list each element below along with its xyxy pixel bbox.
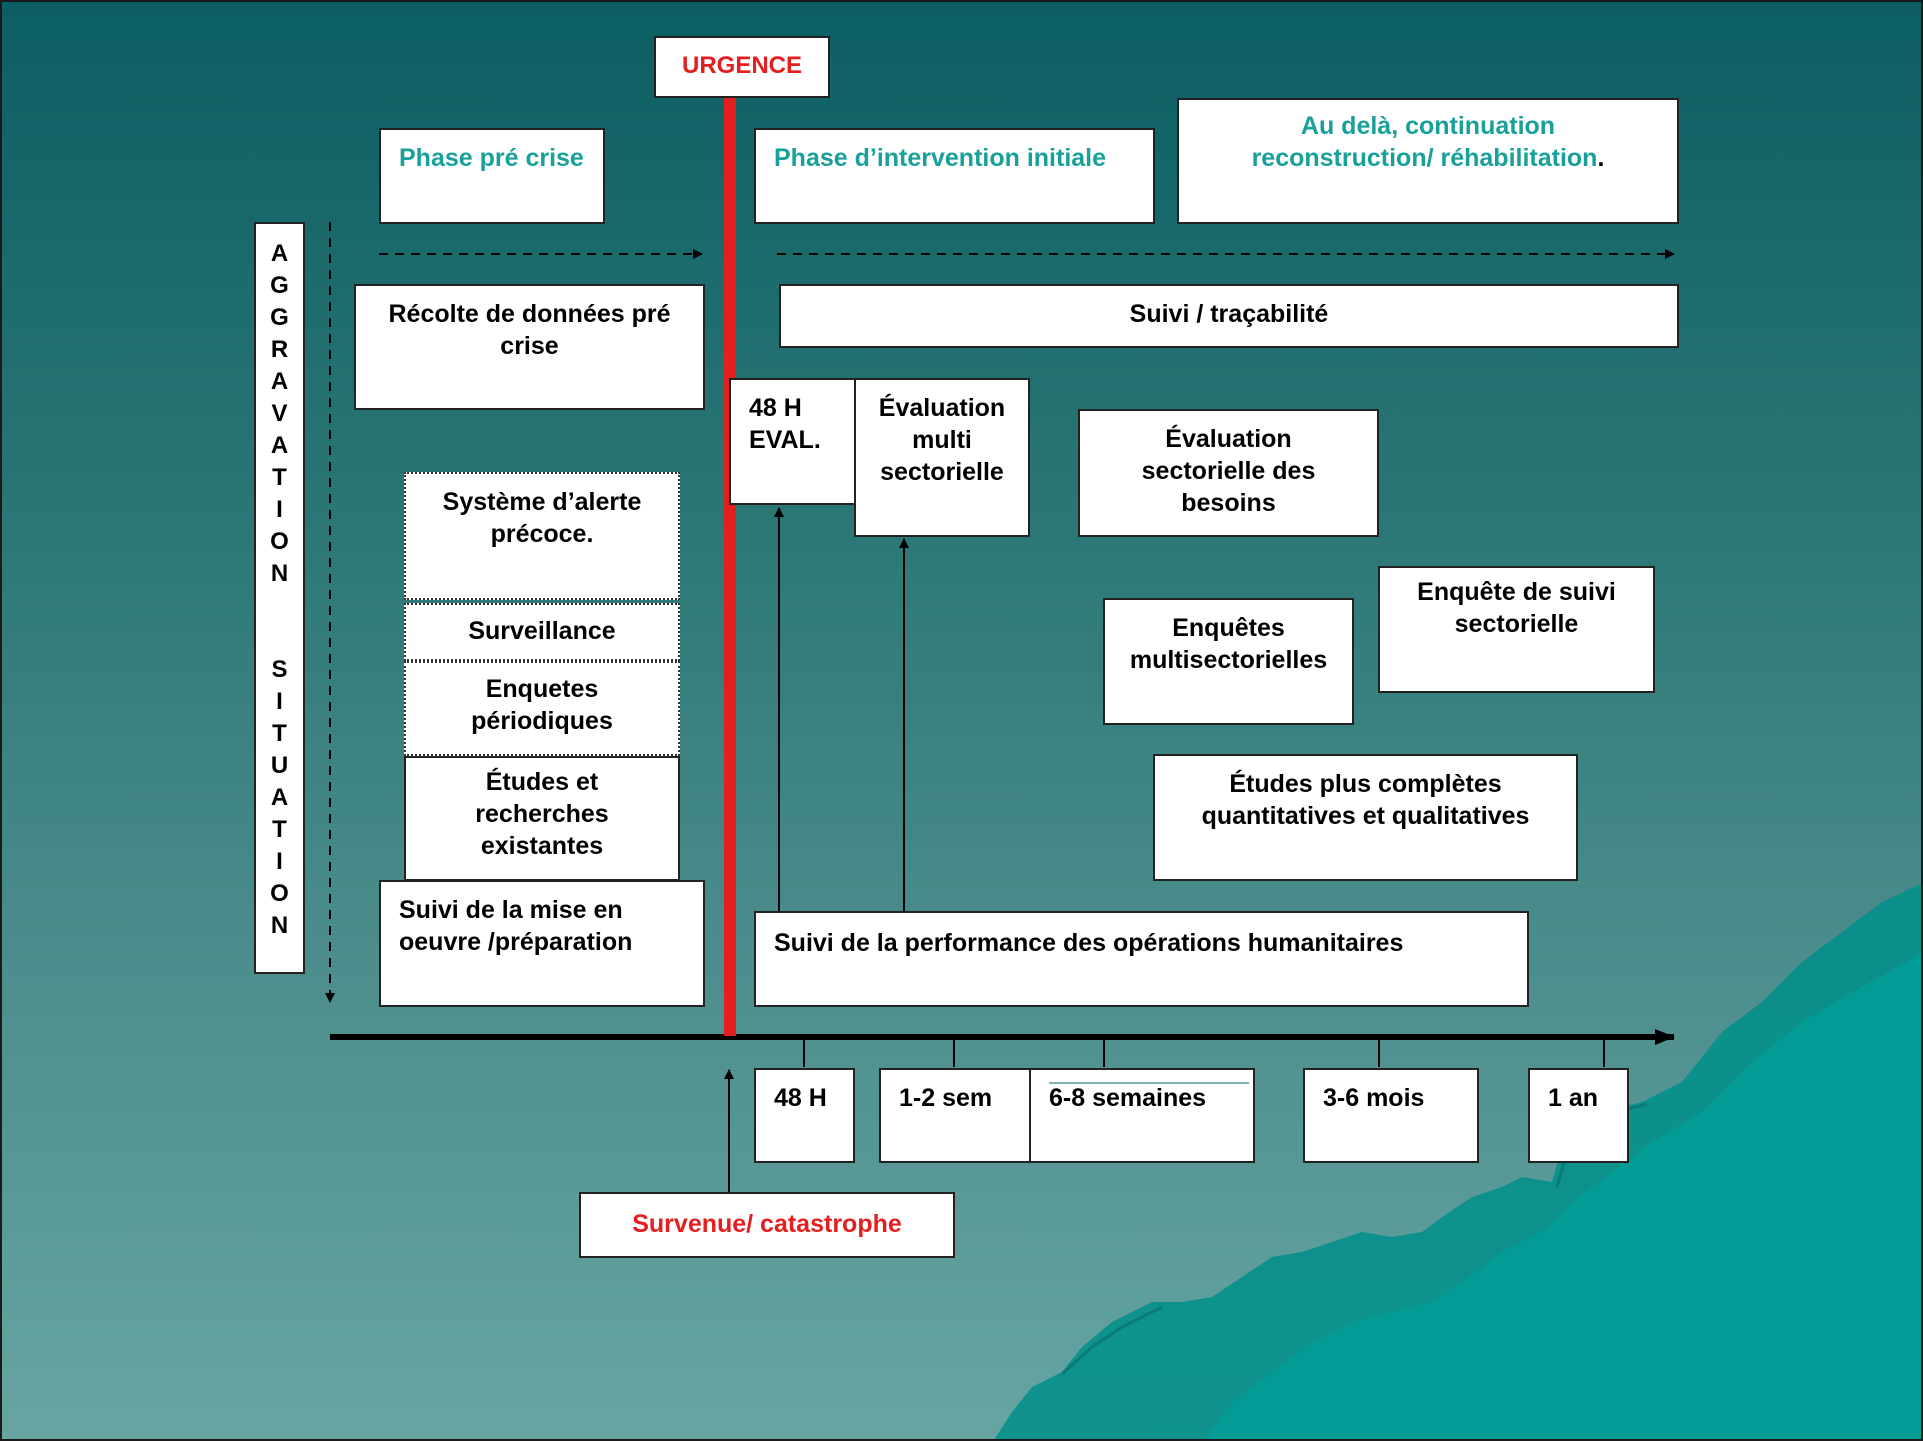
enquetes-periodiques-text: Enquetes périodiques — [471, 675, 613, 735]
vertical-label-letter: I — [276, 496, 283, 523]
timeline-1-2-sem-text: 1-2 sem — [899, 1084, 993, 1112]
timeline-1-an-text: 1 an — [1548, 1084, 1599, 1112]
vertical-label-letter: O — [270, 880, 289, 907]
vertical-label-letter: R — [270, 336, 289, 363]
suivi-performance-text: Suivi de la performance des opérations h… — [774, 929, 1404, 957]
recolte-donnees-box: Récolte de données pré crise — [354, 284, 705, 410]
suivi-tracabilite-box: Suivi / traçabilité — [779, 284, 1679, 348]
etudes-completes-box: Études plus complètes quantitatives et q… — [1153, 754, 1578, 881]
suivi-mise-en-oeuvre-text: Suivi de la mise en oeuvre /préparation — [399, 896, 633, 956]
enquete-suivi-sectorielle-text: Enquête de suivi sectorielle — [1417, 578, 1616, 638]
eval-48h-box: 48 H EVAL. — [729, 378, 857, 505]
timeline-6-8-semaines: 6-8 semaines — [1029, 1068, 1255, 1163]
enquete-suivi-sectorielle-box: Enquête de suivi sectorielle — [1378, 566, 1655, 693]
systeme-alerte-text: Système d’alerte précoce. — [442, 488, 642, 548]
surveillance-text: Surveillance — [468, 617, 616, 645]
timeline-1-2-sem: 1-2 sem — [879, 1068, 1031, 1163]
etudes-existantes-box: Études et recherches existantes — [404, 756, 680, 881]
vertical-label-letter: S — [271, 656, 288, 683]
vertical-label-letter: I — [276, 688, 283, 715]
suivi-mise-en-oeuvre-box: Suivi de la mise en oeuvre /préparation — [379, 880, 705, 1007]
vertical-label-letter: I — [276, 848, 283, 875]
timeline-underline — [1049, 1082, 1249, 1084]
suivi-performance-box: Suivi de la performance des opérations h… — [754, 911, 1529, 1007]
urgence-label: URGENCE — [654, 36, 830, 98]
survenue-catastrophe-box: Survenue/ catastrophe — [579, 1192, 955, 1258]
eval-multi-sectorielle-text: Évaluation multi sectorielle — [878, 394, 1006, 486]
phase-pre-crise-text: Phase pré crise — [399, 144, 584, 172]
vertical-label-letter — [256, 590, 303, 622]
vertical-label-letter — [256, 622, 303, 654]
phase-au-dela: Au delà, continuation reconstruction/ ré… — [1177, 98, 1679, 224]
vertical-label-letter: V — [271, 400, 288, 427]
systeme-alerte-box: Système d’alerte précoce. — [404, 472, 680, 600]
phase-au-dela-line2: reconstruction/ réhabilitation — [1251, 144, 1598, 172]
eval-sectorielle-text: Évaluation sectorielle des besoins — [1141, 425, 1316, 517]
survenue-catastrophe-text: Survenue/ catastrophe — [632, 1210, 902, 1238]
suivi-tracabilite-text: Suivi / traçabilité — [1129, 300, 1329, 328]
surveillance-box: Surveillance — [404, 603, 680, 661]
eval-sectorielle-box: Évaluation sectorielle des besoins — [1078, 409, 1379, 537]
enquetes-multisectorielles-box: Enquêtes multisectorielles — [1103, 598, 1354, 725]
phase-intervention: Phase d’intervention initiale — [754, 128, 1155, 224]
urgence-text: URGENCE — [681, 52, 802, 79]
vertical-label-letter: A — [270, 240, 289, 267]
phase-intervention-text: Phase d’intervention initiale — [774, 144, 1107, 172]
vertical-label-letter: T — [272, 464, 287, 491]
timeline-3-6-mois: 3-6 mois — [1303, 1068, 1479, 1163]
vertical-label-letter: A — [270, 432, 289, 459]
phase-au-dela-dot: . — [1597, 144, 1605, 172]
timeline-1-an: 1 an — [1528, 1068, 1629, 1163]
vertical-label-letter: O — [270, 528, 289, 555]
recolte-donnees-text: Récolte de données pré crise — [388, 300, 671, 360]
timeline-6-8-semaines-text: 6-8 semaines — [1049, 1084, 1207, 1112]
etudes-existantes-text: Études et recherches existantes — [475, 768, 609, 860]
etudes-completes-text: Études plus complètes quantitatives et q… — [1201, 770, 1530, 830]
timeline-3-6-mois-text: 3-6 mois — [1323, 1084, 1425, 1112]
enquetes-multisectorielles-text: Enquêtes multisectorielles — [1129, 614, 1328, 674]
timeline-48h: 48 H — [754, 1068, 855, 1163]
vertical-label-letter: G — [270, 272, 289, 299]
vertical-label-letter: U — [270, 752, 289, 779]
vertical-label-letter: N — [270, 912, 289, 939]
vertical-label-letter: A — [270, 784, 289, 811]
vertical-label-letter: G — [270, 304, 289, 331]
eval-multi-sectorielle-box: Évaluation multi sectorielle — [854, 378, 1030, 537]
enquetes-periodiques-box: Enquetes périodiques — [404, 661, 680, 756]
vertical-label-letter: T — [272, 720, 287, 747]
vertical-label-letter: A — [270, 368, 289, 395]
vertical-label-letter: N — [270, 560, 289, 587]
phase-au-dela-line1: Au delà, continuation — [1300, 112, 1556, 140]
vertical-label-letter: T — [272, 816, 287, 843]
timeline-48h-text: 48 H — [774, 1084, 827, 1112]
phase-pre-crise: Phase pré crise — [379, 128, 605, 224]
eval-48h-text: 48 H EVAL. — [749, 394, 821, 454]
